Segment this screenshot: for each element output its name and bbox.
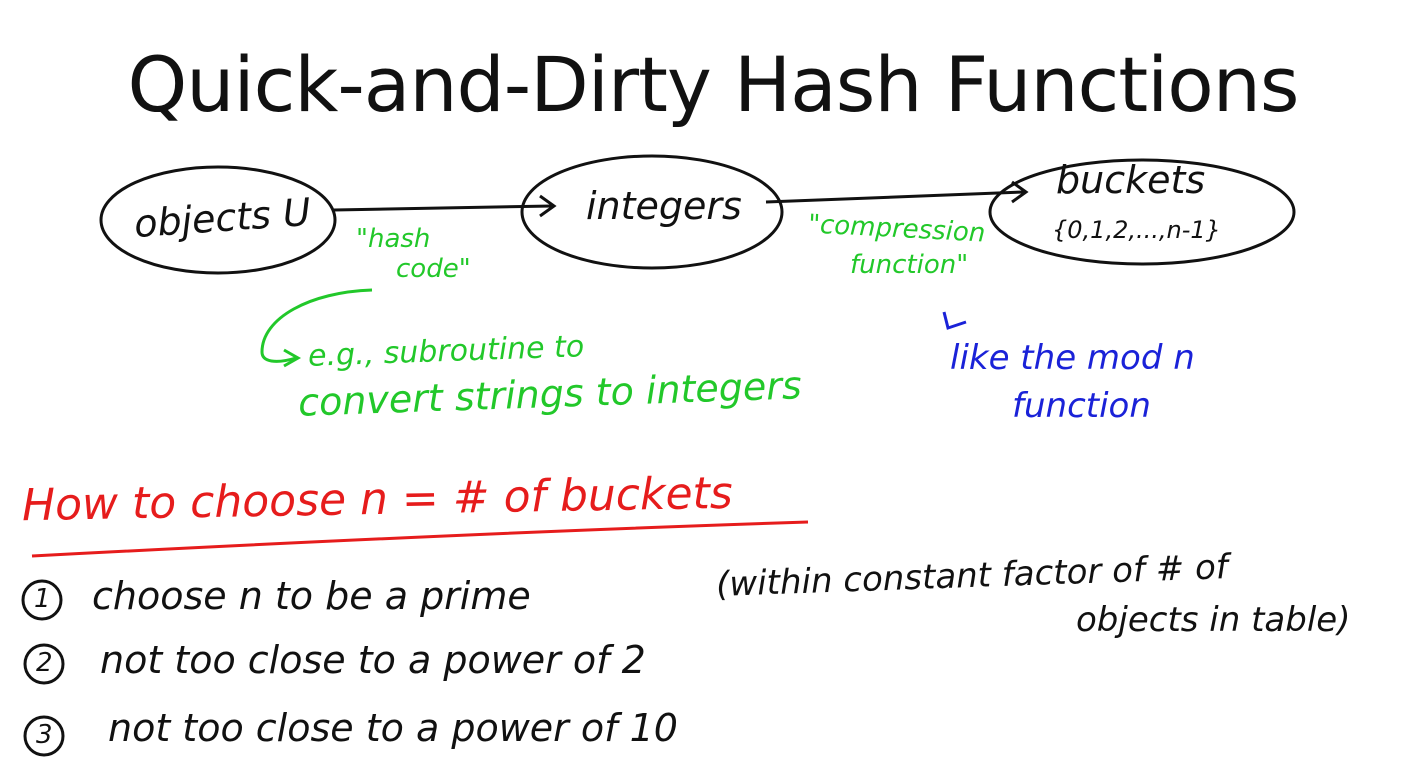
item-2-text: not too close to a power of 2 xyxy=(100,638,646,682)
slide-title: Quick-and-Dirty Hash Functions xyxy=(127,40,1299,129)
node-integers-ellipse xyxy=(520,154,784,270)
node-buckets-ellipse xyxy=(988,158,1296,266)
node-buckets-range: {0,1,2,...,n-1} xyxy=(1052,216,1221,244)
arrow-hash-code-head xyxy=(539,194,557,218)
edge-compression-line2: function" xyxy=(850,250,969,280)
item-1-circle xyxy=(21,579,63,621)
blue-note-line1: like the mod n xyxy=(950,338,1195,378)
aside-line2: objects in table) xyxy=(1076,600,1351,640)
item-2-circle xyxy=(23,643,65,685)
edge-hash-code-line2: code" xyxy=(396,254,471,284)
item-2-number: 2 xyxy=(36,648,53,678)
green-curved-arrow xyxy=(260,288,373,363)
item-3-number: 3 xyxy=(36,720,53,750)
arrow-compression-head xyxy=(1011,180,1029,204)
arrow-hash-code xyxy=(333,204,553,212)
item-3-circle xyxy=(23,715,65,757)
item-1-text: choose n to be a prime xyxy=(92,574,531,618)
item-3-text: not too close to a power of 10 xyxy=(108,706,678,750)
blue-note-line2: function xyxy=(1012,386,1151,426)
node-integers-label: integers xyxy=(586,184,742,228)
heading-underline xyxy=(31,520,809,558)
blue-pointer xyxy=(942,311,967,330)
node-buckets-label: buckets xyxy=(1056,158,1206,202)
green-arrow-head xyxy=(283,348,302,368)
item-1-number: 1 xyxy=(34,584,51,614)
node-objects-ellipse xyxy=(99,165,337,275)
arrow-compression xyxy=(765,190,1025,204)
edge-hash-code-line1: "hash xyxy=(356,224,431,254)
